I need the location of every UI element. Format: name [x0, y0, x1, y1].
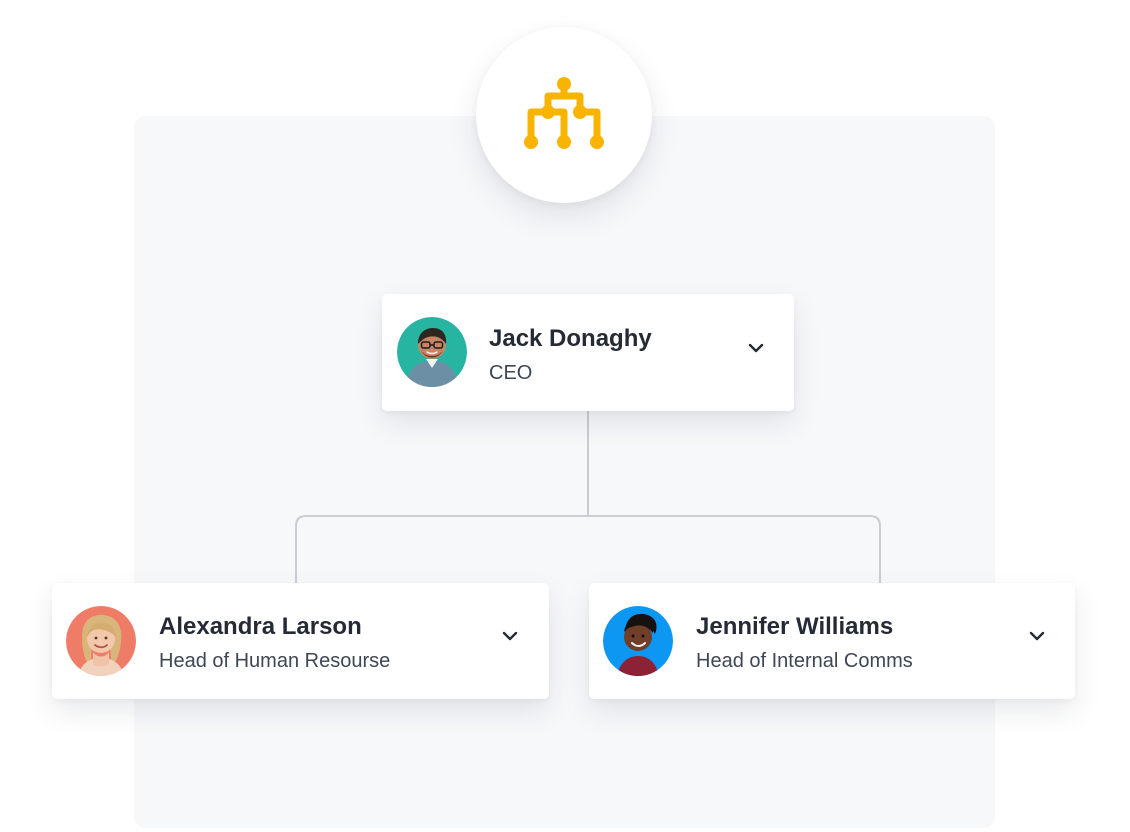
chevron-down-icon[interactable]	[1029, 631, 1045, 641]
person-name: Jennifer Williams	[696, 613, 894, 640]
avatar	[397, 317, 467, 387]
avatar	[603, 606, 673, 676]
person-name: Jack Donaghy	[489, 325, 652, 352]
person-role: Head of Internal Comms	[696, 650, 913, 672]
person-role: CEO	[489, 362, 533, 384]
chevron-down-icon[interactable]	[502, 631, 518, 641]
person-card-ceo[interactable]: Jack Donaghy CEO	[382, 294, 794, 411]
person-card-human-resources[interactable]: Alexandra Larson Head of Human Resourse	[52, 583, 549, 699]
person-role: Head of Human Resourse	[159, 650, 391, 672]
person-card-internal-comms[interactable]: Jennifer Williams Head of Internal Comms	[589, 583, 1075, 699]
chevron-down-icon[interactable]	[748, 343, 764, 353]
org-chart-icon-badge	[476, 27, 652, 203]
person-name: Alexandra Larson	[159, 613, 362, 640]
org-chart-panel	[134, 116, 995, 828]
avatar	[66, 606, 136, 676]
org-chart-icon	[524, 77, 604, 149]
